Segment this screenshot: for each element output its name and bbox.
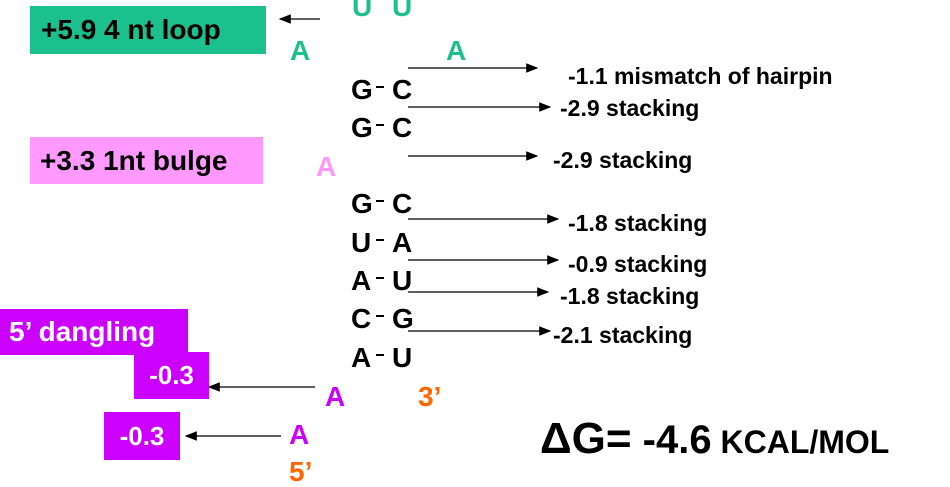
pair-2-bond xyxy=(376,124,384,126)
energy-label-7: -2.1 stacking xyxy=(553,322,693,348)
dangle-base-2: A xyxy=(289,419,310,450)
energy-label-1: -1.1 mismatch of hairpin xyxy=(568,63,833,89)
bulge-energy-label: +3.3 1nt bulge xyxy=(40,144,228,176)
pair-6-left: C xyxy=(351,303,372,334)
pair-1-left: G xyxy=(351,74,373,105)
delta-g-value: -4.6 xyxy=(631,418,712,462)
energy-label-2: -2.9 stacking xyxy=(560,95,700,121)
loop-base-right: A xyxy=(446,35,467,66)
energy-label-6: -1.8 stacking xyxy=(560,283,700,309)
pair-2-right: C xyxy=(392,112,413,143)
delta-g-label: ΔG= xyxy=(540,414,632,463)
delta-g-unit: KCAL/MOL xyxy=(711,424,890,460)
pair-7-right: U xyxy=(392,342,413,373)
pair-1-right: C xyxy=(392,74,413,105)
dangle-energy-box-1: -0.3 xyxy=(134,352,209,399)
pair-4-right: A xyxy=(392,227,413,258)
loop-base-top-right: U xyxy=(392,0,413,22)
five-prime-label: 5’ xyxy=(289,456,313,487)
energy-label-3: -2.9 stacking xyxy=(553,147,693,173)
pair-5-left: A xyxy=(351,265,372,296)
dangle-energy-1: -0.3 xyxy=(149,360,194,390)
energy-label-4: -1.8 stacking xyxy=(568,210,708,236)
bulge-base: A xyxy=(316,151,337,182)
pair-3-left: G xyxy=(351,188,373,219)
pair-7-left: A xyxy=(351,342,372,373)
three-prime-label: 3’ xyxy=(418,381,442,412)
pair-4-bond xyxy=(376,239,384,241)
pair-3-right: C xyxy=(392,188,413,219)
pair-1-bond xyxy=(376,86,384,88)
pair-6-bond xyxy=(376,315,384,317)
dangling-label: 5’ dangling xyxy=(9,316,156,347)
loop-base-left: A xyxy=(290,35,311,66)
dangle-base-1: A xyxy=(325,381,346,412)
loop-base-top-left: U xyxy=(352,0,373,22)
pair-6-right: G xyxy=(392,303,414,334)
dangle-energy-box-2: -0.3 xyxy=(104,412,180,460)
energy-label-5: -0.9 stacking xyxy=(568,251,708,277)
loop-energy-box: +5.9 4 nt loop xyxy=(30,6,266,54)
pair-2-left: G xyxy=(351,112,373,143)
pair-4-left: U xyxy=(351,227,372,258)
bulge-energy-box: +3.3 1nt bulge xyxy=(30,137,263,184)
dangling-label-box: 5’ dangling xyxy=(0,309,188,355)
pair-7-bond xyxy=(376,354,384,356)
pair-3-bond xyxy=(376,200,384,202)
dangle-energy-2: -0.3 xyxy=(119,420,165,451)
total-free-energy: ΔG= -4.6 KCAL/MOL xyxy=(540,414,889,474)
pair-5-right: U xyxy=(392,265,413,296)
loop-energy-label: +5.9 4 nt loop xyxy=(41,14,221,45)
pair-5-bond xyxy=(376,277,384,279)
